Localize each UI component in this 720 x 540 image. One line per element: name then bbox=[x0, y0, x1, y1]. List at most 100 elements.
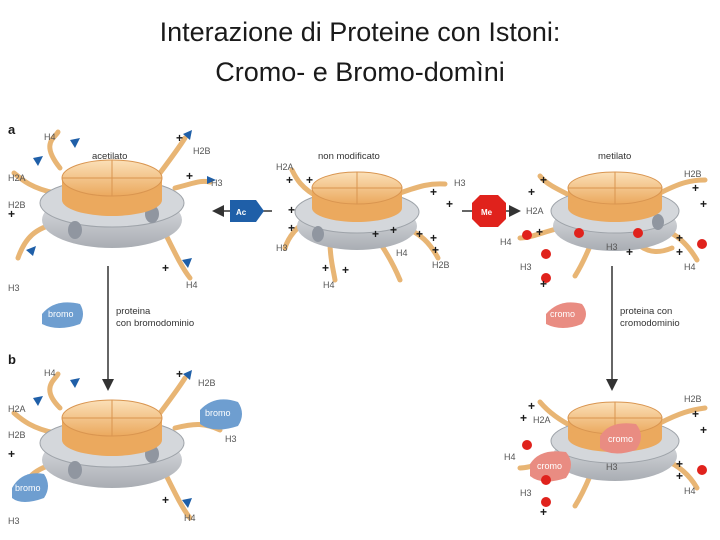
state-unmodified: non modificato bbox=[318, 151, 380, 162]
nucleosome-cromo-bound bbox=[517, 399, 708, 509]
label-h4-c1: H4 bbox=[500, 237, 512, 247]
svg-text:+: + bbox=[528, 399, 535, 413]
svg-text:+: + bbox=[372, 227, 379, 241]
label-h3-c1b: H3 bbox=[520, 262, 532, 272]
methylation-arrow: Me bbox=[462, 195, 521, 227]
plus-charges-right-bottom: + + + + + + + bbox=[520, 399, 707, 519]
label-h2a-c1: H2A bbox=[526, 206, 544, 216]
label-h3-b1b: H3 bbox=[276, 243, 288, 253]
state-methylated: metilato bbox=[598, 151, 631, 162]
svg-text:+: + bbox=[536, 225, 543, 239]
cromo-label-bound-2: cromo bbox=[537, 461, 562, 471]
label-h2a-d1: H2A bbox=[8, 404, 26, 414]
bromo-label-bound-2: bromo bbox=[15, 483, 41, 493]
label-h4-a1: H4 bbox=[44, 132, 56, 142]
methyl-tag: Me bbox=[481, 208, 493, 217]
label-h2b-c1: H2B bbox=[684, 169, 702, 179]
label-h2a-e1: H2A bbox=[533, 415, 551, 425]
nucleosome-unmodified bbox=[282, 167, 448, 283]
label-h4-e1b: H4 bbox=[684, 486, 696, 496]
label-h4-b1b: H4 bbox=[323, 280, 335, 290]
panel-label-b: b bbox=[8, 352, 16, 367]
bromo-protein-label: bromo bbox=[48, 309, 74, 319]
label-h2a-b1: H2A bbox=[276, 162, 294, 172]
slide-title: Interazione di Proteine con Istoni: Crom… bbox=[0, 12, 720, 92]
label-h2b-b1: H2B bbox=[432, 260, 450, 270]
svg-text:+: + bbox=[176, 367, 183, 381]
svg-text:+: + bbox=[692, 407, 699, 421]
svg-text:+: + bbox=[176, 131, 183, 145]
label-h3-c1: H3 bbox=[606, 242, 618, 252]
label-h4-a1b: H4 bbox=[186, 280, 198, 290]
state-acetylated: acetilato bbox=[92, 151, 127, 162]
bromo-caption-2: con bromodominio bbox=[116, 318, 194, 329]
svg-text:+: + bbox=[692, 181, 699, 195]
svg-text:+: + bbox=[676, 469, 683, 483]
methyl-hexagons-bottom bbox=[522, 440, 707, 507]
acetyl-flags-bottom bbox=[33, 370, 192, 508]
svg-text:+: + bbox=[540, 505, 547, 519]
label-h4-d1: H4 bbox=[44, 368, 56, 378]
label-h3-e1b: H3 bbox=[520, 488, 532, 498]
svg-text:+: + bbox=[626, 245, 633, 259]
nucleosome-bromo-bound bbox=[11, 371, 242, 521]
svg-text:+: + bbox=[432, 243, 439, 257]
label-h4-c1b: H4 bbox=[684, 262, 696, 272]
cromo-label-bound-1: cromo bbox=[608, 434, 633, 444]
svg-text:+: + bbox=[540, 277, 547, 291]
plus-charges-right-top: + + + + + + + + + bbox=[528, 173, 707, 291]
nucleosome-acetylated bbox=[11, 129, 213, 281]
svg-text:+: + bbox=[306, 173, 313, 187]
svg-text:+: + bbox=[700, 197, 707, 211]
svg-text:+: + bbox=[528, 185, 535, 199]
label-h4-b1: H4 bbox=[396, 248, 408, 258]
acetylation-arrow: Ac bbox=[212, 200, 272, 222]
svg-text:+: + bbox=[8, 447, 15, 461]
arrow-cromo-binding: cromo proteina con cromodominio bbox=[546, 266, 680, 391]
svg-text:+: + bbox=[288, 203, 295, 217]
label-h2b-d1: H2B bbox=[198, 378, 216, 388]
svg-text:+: + bbox=[416, 227, 423, 241]
svg-text:+: + bbox=[8, 207, 15, 221]
svg-text:+: + bbox=[676, 245, 683, 259]
svg-text:+: + bbox=[520, 411, 527, 425]
label-h3-a1b: H3 bbox=[8, 283, 20, 293]
svg-text:+: + bbox=[342, 263, 349, 277]
label-h2b-a1: H2B bbox=[193, 146, 211, 156]
svg-text:+: + bbox=[186, 169, 193, 183]
label-h4-e1: H4 bbox=[504, 452, 516, 462]
label-h3-a1: H3 bbox=[211, 178, 223, 188]
label-h4-d1b: H4 bbox=[184, 513, 196, 523]
acetyl-tag: Ac bbox=[236, 208, 247, 217]
plus-charges-bottom-left: + + + bbox=[8, 367, 183, 507]
svg-text:+: + bbox=[446, 197, 453, 211]
methyl-hexagons-top bbox=[522, 228, 707, 283]
cromo-caption-1: proteina con bbox=[620, 306, 672, 317]
label-h3-d1: H3 bbox=[225, 434, 237, 444]
bromo-label-bound-1: bromo bbox=[205, 408, 231, 418]
chromatin-diagram: a b H4 H2B H2A H3 H2B H3 H4 acetilato + … bbox=[8, 122, 708, 526]
label-h2b-a1b: H2B bbox=[8, 200, 26, 210]
panel-label-a: a bbox=[8, 122, 16, 137]
svg-text:+: + bbox=[676, 231, 683, 245]
cromo-protein-label: cromo bbox=[550, 309, 575, 319]
label-h3-b1: H3 bbox=[454, 178, 466, 188]
plus-charges-a1: + + + + bbox=[8, 131, 193, 275]
svg-text:+: + bbox=[162, 261, 169, 275]
svg-text:+: + bbox=[286, 173, 293, 187]
svg-text:+: + bbox=[322, 261, 329, 275]
label-h2b-d1b: H2B bbox=[8, 430, 26, 440]
svg-text:+: + bbox=[676, 457, 683, 471]
label-h3-d1b: H3 bbox=[8, 516, 20, 526]
cromo-caption-2: cromodominio bbox=[620, 318, 680, 329]
label-h2a-a1: H2A bbox=[8, 173, 26, 183]
arrow-bromo-binding: bromo proteina con bromodominio bbox=[42, 266, 194, 391]
bromo-caption-1: proteina bbox=[116, 306, 151, 317]
svg-text:+: + bbox=[288, 221, 295, 235]
nucleosome-methylated bbox=[517, 171, 708, 279]
svg-text:+: + bbox=[430, 231, 437, 245]
svg-text:+: + bbox=[430, 185, 437, 199]
svg-text:+: + bbox=[162, 493, 169, 507]
title-line-2: Cromo- e Bromo-domìni bbox=[215, 57, 505, 87]
svg-text:+: + bbox=[390, 223, 397, 237]
